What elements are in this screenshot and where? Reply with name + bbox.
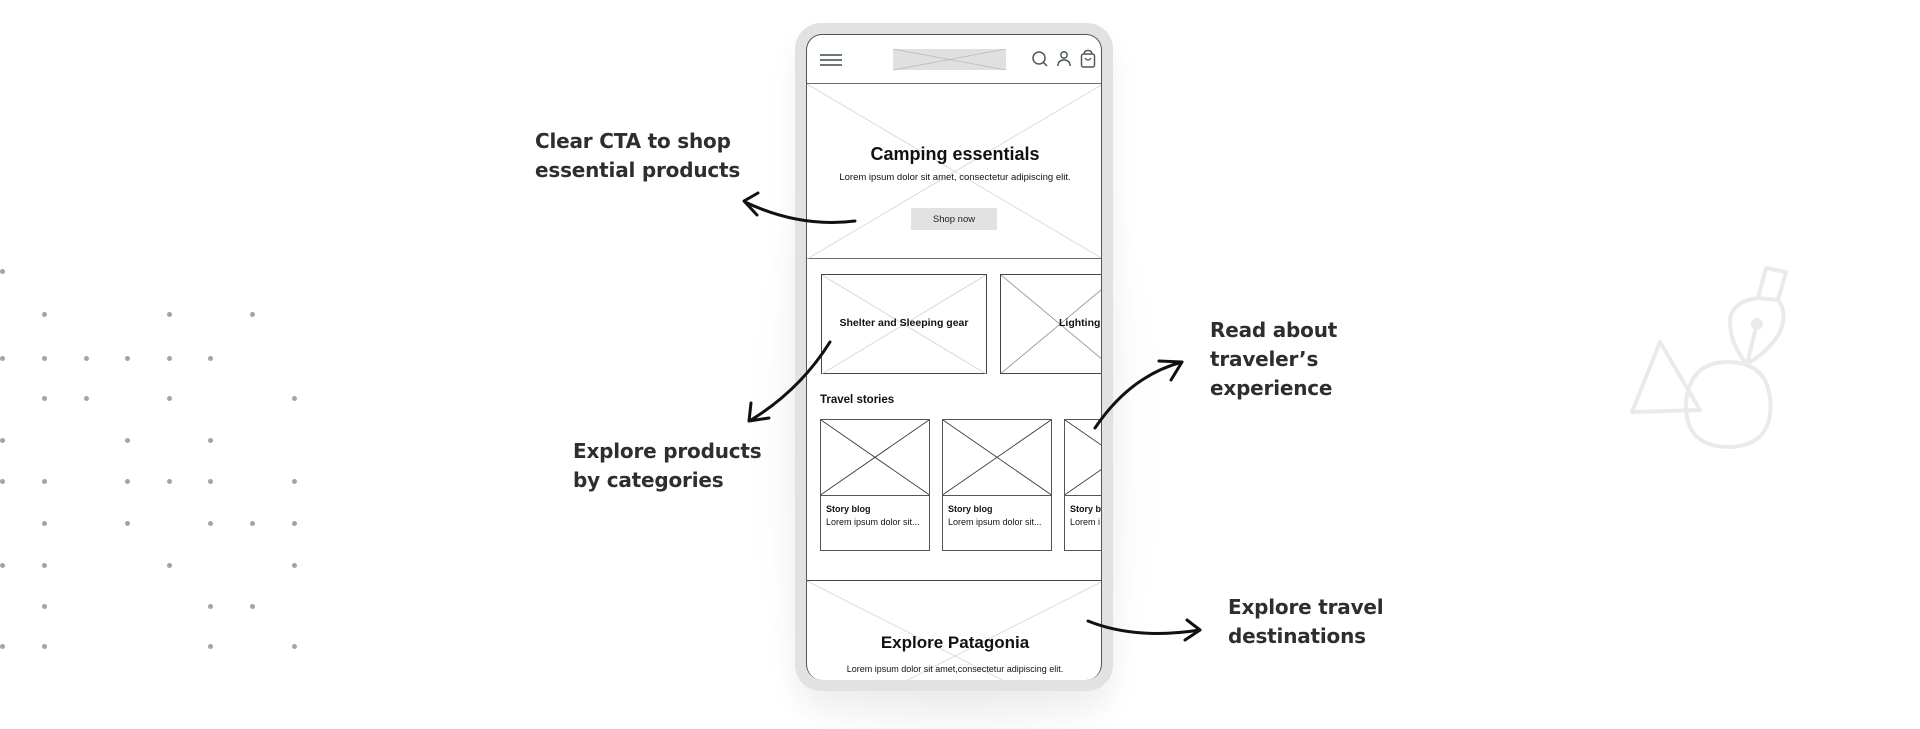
grid-dot [292,521,297,526]
grid-dot [208,356,213,361]
grid-dot [292,479,297,484]
grid-dot [208,438,213,443]
grid-dot [125,479,130,484]
hero-banner: Camping essentials Lorem ipsum dolor sit… [807,84,1101,259]
image-placeholder [807,581,1101,680]
grid-dot [0,563,5,568]
grid-dot [208,521,213,526]
grid-dot [0,269,5,274]
grid-dot [125,521,130,526]
story-excerpt: Lorem ipsum dolor sit... [948,517,1042,527]
grid-dot [42,604,47,609]
image-placeholder [943,420,1051,496]
dot-grid-decoration [0,0,320,729]
travel-stories-heading: Travel stories [820,394,895,406]
grid-dot [208,604,213,609]
hero-subtitle: Lorem ipsum dolor sit amet, consectetur … [839,172,1071,183]
grid-dot [125,356,130,361]
grid-dot [292,396,297,401]
grid-dot [250,312,255,317]
annotation-cta: Clear CTA to shop essential products [535,129,741,182]
story-title: Story blog [948,504,993,514]
promo-subtitle: Lorem ipsum dolor sit amet,consectetur a… [846,664,1064,674]
hero-title: Camping essentials [870,144,1040,164]
grid-dot [0,438,5,443]
annotation-destinations: Explore travel destinations [1228,595,1384,648]
hamburger-menu-icon[interactable] [820,54,842,66]
category-label: Lighting [1059,317,1101,329]
logo-placeholder[interactable] [893,49,1006,70]
image-placeholder [807,84,1101,259]
annotation-categories: Explore products by categories [573,439,762,492]
destination-banner[interactable]: Explore Patagonia Lorem ipsum dolor sit … [807,580,1101,680]
story-title: Story bl [1070,504,1102,514]
grid-dot [84,356,89,361]
story-card[interactable]: Story blog Lorem ipsum dolor sit... [820,419,930,551]
grid-dot [167,356,172,361]
story-card[interactable]: Story blog Lorem ipsum dolor sit... [942,419,1052,551]
grid-dot [42,396,47,401]
image-placeholder [821,420,929,496]
grid-dot [167,563,172,568]
grid-dot [250,604,255,609]
camping-doodle-icon [1630,266,1788,449]
grid-dot [42,644,47,649]
category-label: Shelter and Sleeping gear [839,317,969,329]
annotation-stories: Read about traveler’s experience [1210,318,1338,400]
grid-dot [84,396,89,401]
shopping-bag-icon[interactable] [1079,49,1097,69]
phone-screen: Camping essentials Lorem ipsum dolor sit… [806,34,1102,680]
grid-dot [250,521,255,526]
grid-dot [0,356,5,361]
grid-dot [292,563,297,568]
grid-dot [208,479,213,484]
grid-dot [167,479,172,484]
grid-dot [42,479,47,484]
app-header [807,35,1101,84]
grid-dot [292,644,297,649]
phone-frame: Camping essentials Lorem ipsum dolor sit… [795,23,1113,691]
grid-dot [125,438,130,443]
grid-dot [42,312,47,317]
grid-dot [42,521,47,526]
grid-dot [0,644,5,649]
grid-dot [42,356,47,361]
grid-dot [42,563,47,568]
grid-dot [0,479,5,484]
grid-dot [167,312,172,317]
shop-now-button[interactable]: Shop now [911,208,997,230]
search-icon[interactable] [1031,49,1049,69]
story-excerpt: Lorem ipsum dolor sit... [826,517,920,527]
story-title: Story blog [826,504,871,514]
image-placeholder [1065,420,1101,496]
category-card-lighting[interactable]: Lighting [1000,274,1101,374]
story-excerpt: Lorem i [1070,517,1101,527]
story-card[interactable]: Story bl Lorem i [1064,419,1102,551]
user-icon[interactable] [1055,49,1073,69]
grid-dot [208,644,213,649]
category-card-shelter[interactable]: Shelter and Sleeping gear [821,274,987,374]
promo-title: Explore Patagonia [880,633,1030,652]
grid-dot [167,396,172,401]
